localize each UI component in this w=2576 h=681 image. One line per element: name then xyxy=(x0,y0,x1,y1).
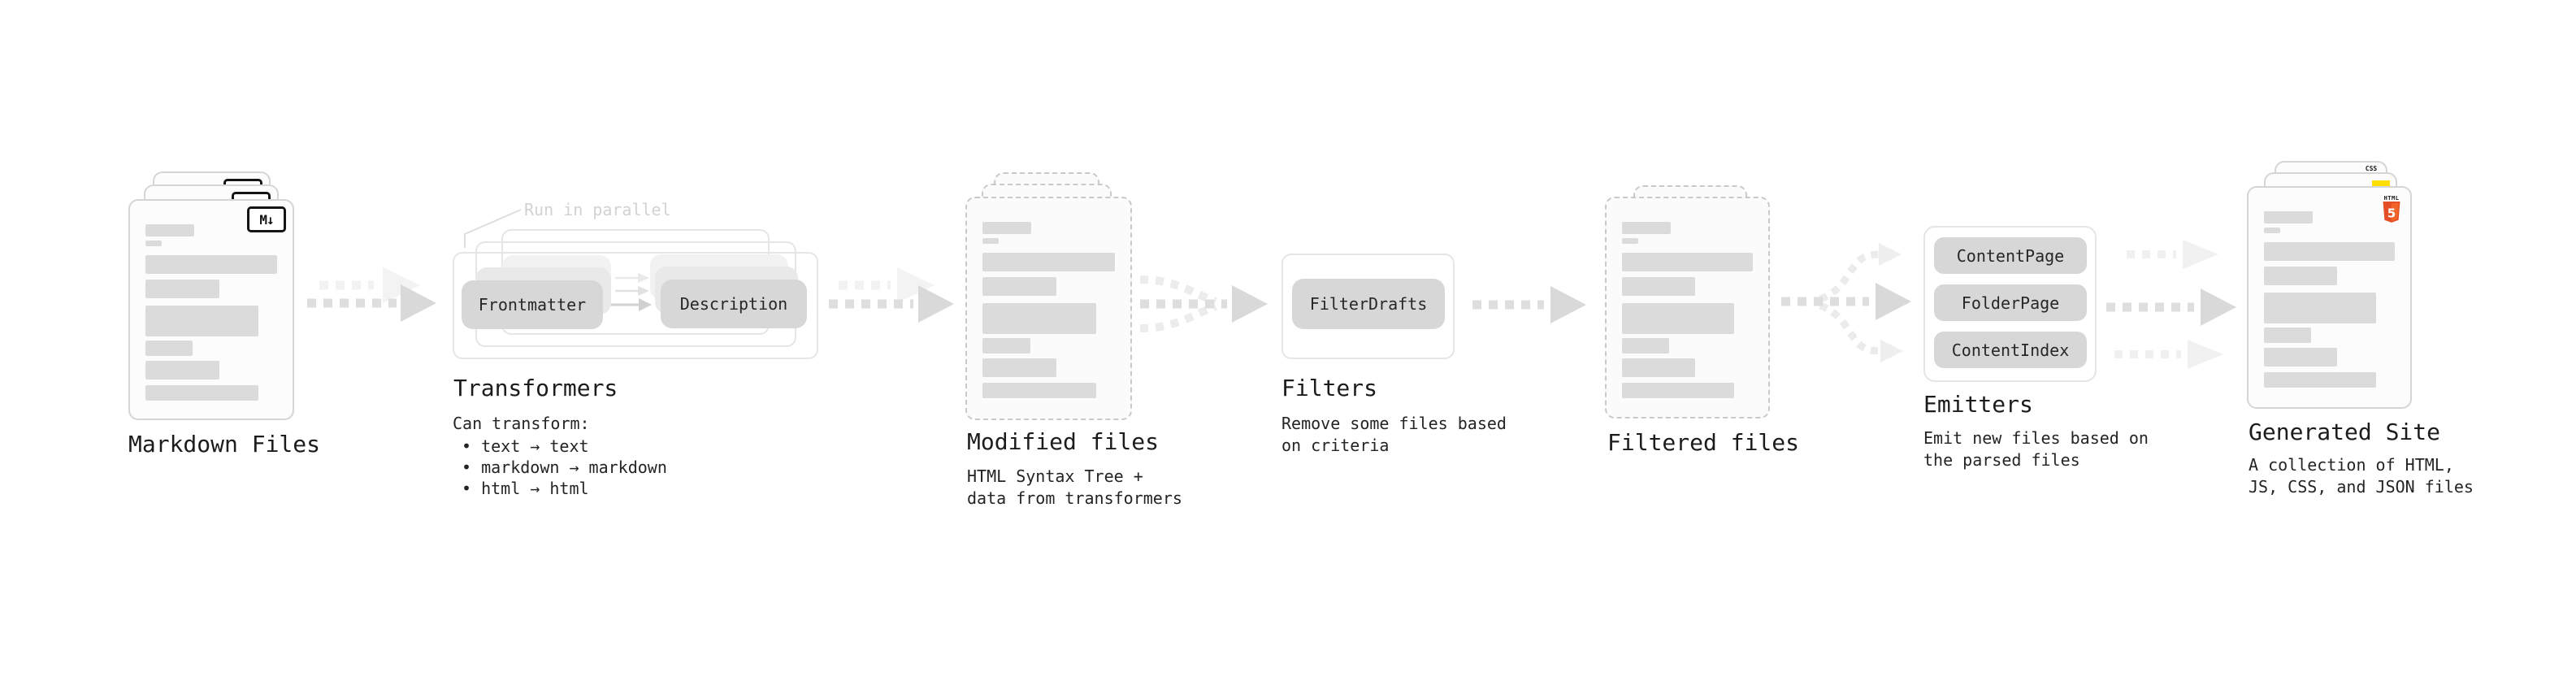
text-line-bar xyxy=(145,361,219,380)
text-line-bar xyxy=(145,280,219,298)
html5-shield-icon: 5 xyxy=(2383,202,2400,223)
stage-label-modified-files: Modified files xyxy=(967,428,1160,455)
filterdrafts-chip-label: FilterDrafts xyxy=(1309,294,1428,314)
transformer-group-box-front xyxy=(453,252,818,359)
folderpage-chip-label: FolderPage xyxy=(1961,293,2060,313)
stage-label-markdown-files: Markdown Files xyxy=(128,431,321,458)
text-line-bar xyxy=(1622,303,1735,334)
text-line-bar xyxy=(1622,277,1696,296)
generated-file-card-html: HTML 5 xyxy=(2247,186,2412,409)
transform-bullet: • text → text xyxy=(462,436,589,456)
text-line-bar xyxy=(982,338,1030,354)
transformers-desc-title: Can transform: xyxy=(453,414,590,433)
contentpage-chip: ContentPage xyxy=(1934,237,2087,274)
text-line-bar xyxy=(1622,338,1669,354)
text-line-bar xyxy=(2264,327,2311,343)
arrow-transformers-to-modified-icon xyxy=(829,267,954,323)
document-content-placeholder xyxy=(1622,222,1753,398)
markdown-icon: M↓ xyxy=(247,206,286,232)
transform-bullet: • html → html xyxy=(462,479,589,498)
frontmatter-chip: Frontmatter xyxy=(462,280,603,329)
document-content-placeholder xyxy=(2264,211,2395,388)
transformers-bullet-list: • text → text • markdown → markdown • ht… xyxy=(462,436,667,499)
run-in-parallel-callout-line xyxy=(464,209,522,248)
description-chip: Description xyxy=(661,280,807,328)
text-line-bar xyxy=(145,241,163,246)
document-content-placeholder xyxy=(145,224,277,401)
contentpage-chip-label: ContentPage xyxy=(1956,245,2065,266)
text-line-bar xyxy=(2264,242,2395,261)
text-line-bar xyxy=(1622,358,1696,377)
js-icon xyxy=(2372,180,2390,189)
text-line-bar xyxy=(982,358,1057,377)
generated-site-description: A collection of HTML, JS, CSS, and JSON … xyxy=(2249,455,2474,497)
arrow-modified-to-filters-icon xyxy=(1139,275,1268,332)
text-line-bar xyxy=(2264,211,2313,223)
text-line-bar xyxy=(2264,267,2338,285)
filterdrafts-chip: FilterDrafts xyxy=(1292,279,1445,329)
markdown-file-card-front: M↓ xyxy=(128,199,294,420)
html5-badge-text: HTML xyxy=(2383,195,2400,202)
text-line-bar xyxy=(1622,222,1671,234)
text-line-bar xyxy=(982,238,1000,244)
arrow-filters-to-filtered-icon xyxy=(1472,286,1586,323)
contentindex-chip: ContentIndex xyxy=(1934,332,2087,368)
text-line-bar xyxy=(145,385,259,401)
text-line-bar xyxy=(1622,253,1753,271)
modified-file-card-front xyxy=(965,197,1132,420)
filtered-file-card-front xyxy=(1605,197,1770,419)
text-line-bar xyxy=(145,255,277,274)
html5-icon: HTML 5 xyxy=(2383,195,2400,228)
modified-files-description: HTML Syntax Tree + data from transformer… xyxy=(967,466,1182,508)
run-in-parallel-annotation: Run in parallel xyxy=(524,200,671,219)
frontmatter-chip-label: Frontmatter xyxy=(478,295,587,314)
stage-label-transformers: Transformers xyxy=(453,375,618,401)
filters-description: Remove some files based on criteria xyxy=(1281,414,1507,455)
text-line-bar xyxy=(982,383,1097,398)
text-line-bar xyxy=(145,224,194,236)
text-line-bar xyxy=(1622,383,1735,398)
contentindex-chip-label: ContentIndex xyxy=(1951,340,2070,360)
css-badge-text: CSS xyxy=(2365,165,2378,172)
document-content-placeholder xyxy=(982,222,1115,398)
svg-text:5: 5 xyxy=(2387,206,2396,221)
description-chip-label: Description xyxy=(679,294,788,314)
text-line-bar xyxy=(145,306,259,336)
transform-bullet: • markdown → markdown xyxy=(462,458,667,477)
text-line-bar xyxy=(982,277,1057,296)
stage-label-filtered-files: Filtered files xyxy=(1607,429,1800,456)
text-line-bar xyxy=(145,340,193,356)
arrow-filtered-to-emitters-icon xyxy=(1781,243,1911,362)
stage-label-emitters: Emitters xyxy=(1923,391,2033,418)
stage-label-filters: Filters xyxy=(1281,375,1378,401)
arrow-emitters-to-generated-icon xyxy=(2106,240,2236,369)
stage-label-generated-site: Generated Site xyxy=(2249,419,2441,445)
text-line-bar xyxy=(982,253,1115,271)
text-line-bar xyxy=(1622,238,1639,244)
text-line-bar xyxy=(2264,348,2338,367)
text-line-bar xyxy=(982,303,1097,334)
text-line-bar xyxy=(2264,228,2281,233)
emitters-description: Emit new files based on the parsed files xyxy=(1923,428,2149,470)
folderpage-chip: FolderPage xyxy=(1934,284,2087,321)
text-line-bar xyxy=(2264,372,2377,388)
text-line-bar xyxy=(2264,293,2377,323)
markdown-badge-text: M↓ xyxy=(259,211,274,228)
arrow-markdown-to-transformers-icon xyxy=(307,267,436,322)
text-line-bar xyxy=(982,222,1032,234)
chip-flow-arrows-icon xyxy=(608,273,652,311)
